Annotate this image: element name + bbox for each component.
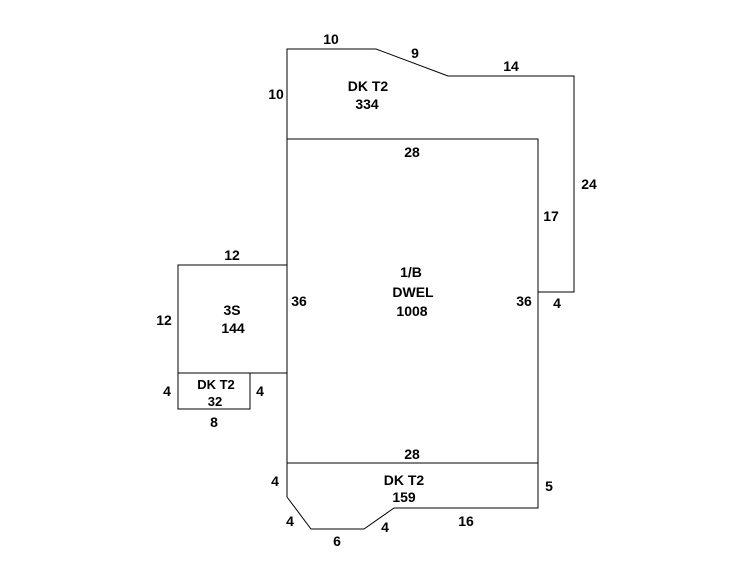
dim-deck-bottom-bottom: 16 bbox=[458, 513, 474, 529]
deck-bottom-outline bbox=[286, 463, 539, 530]
dim-dwel-bottom: 28 bbox=[404, 446, 420, 462]
deck-top-area: 334 bbox=[355, 96, 379, 112]
dim-dwel-left: 36 bbox=[291, 293, 307, 309]
deck-small-outline bbox=[177, 373, 251, 410]
deck-bottom-code: DK T2 bbox=[384, 472, 425, 488]
dim-deck-top-left: 10 bbox=[268, 86, 284, 102]
dim-deck-bottom-diag-right: 4 bbox=[381, 519, 389, 535]
dim-deck-top-right-top: 14 bbox=[503, 58, 519, 74]
dim-deck-bottom-base: 6 bbox=[333, 533, 341, 549]
dwelling-outline bbox=[286, 138, 539, 464]
three-s-code: 3S bbox=[223, 302, 240, 318]
dim-small-left: 4 bbox=[163, 383, 171, 399]
deck-small-area: 32 bbox=[208, 394, 222, 409]
three-s-outline bbox=[177, 264, 287, 374]
deck-top-code: DK T2 bbox=[348, 78, 389, 94]
dim-deck-top-top: 10 bbox=[323, 31, 339, 47]
dim-dwel-right-upper: 17 bbox=[543, 208, 559, 224]
dim-three-s-top: 12 bbox=[224, 247, 240, 263]
dim-deck-top-bottom-jog: 4 bbox=[553, 295, 561, 311]
dwelling-code: 1/B bbox=[400, 264, 422, 280]
dim-dwel-top: 28 bbox=[404, 144, 420, 160]
dim-three-s-left: 12 bbox=[156, 312, 172, 328]
dim-deck-bottom-diag-left: 4 bbox=[286, 513, 294, 529]
dim-small-right: 4 bbox=[256, 383, 264, 399]
dim-small-bottom: 8 bbox=[210, 414, 218, 430]
deck-bottom-area: 159 bbox=[392, 489, 416, 505]
dim-deck-top-right: 24 bbox=[581, 176, 597, 192]
deck-top-outline bbox=[286, 48, 575, 293]
dwelling-area: 1008 bbox=[396, 303, 427, 319]
three-s-area: 144 bbox=[221, 320, 245, 336]
dim-deck-bottom-right: 5 bbox=[545, 478, 553, 494]
dim-dwel-right: 36 bbox=[516, 293, 532, 309]
dwelling-type: DWEL bbox=[392, 284, 434, 300]
deck-small-code: DK T2 bbox=[197, 377, 235, 392]
dim-deck-bottom-left: 4 bbox=[271, 473, 279, 489]
dim-deck-top-slant: 9 bbox=[411, 45, 419, 61]
